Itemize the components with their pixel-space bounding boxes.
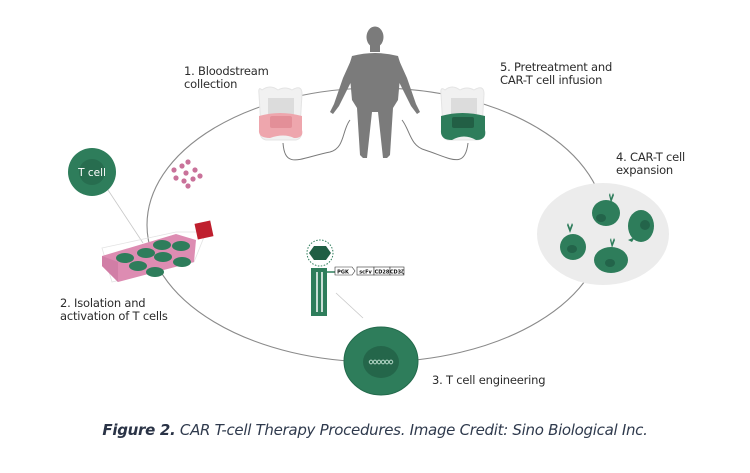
dna-helix-icon (368, 359, 394, 365)
step-4-line2: expansion (616, 163, 674, 177)
tcell-callout-line (107, 189, 144, 244)
figure-caption-text: CAR T-cell Therapy Procedures. Image Cre… (179, 421, 648, 439)
culture-flask-icon (101, 220, 214, 283)
step-1-line1: 1. Bloodstream (184, 64, 269, 78)
gene-construct-map: PGK scFv CD28 CD3ζ (334, 266, 405, 276)
activation-beads-icon (171, 159, 203, 189)
vector-construct-icon (311, 268, 335, 316)
engineering-arrow-line (335, 292, 364, 319)
step-3-label: 3. T cell engineering (432, 373, 546, 387)
car-receptor-icons (567, 193, 635, 248)
blood-collection-bag-icon (258, 86, 303, 141)
step-2-line1: 2. Isolation and (60, 296, 146, 310)
car-t-infusion-bag-icon (440, 86, 486, 141)
segment-cd3z-box (389, 266, 405, 276)
tcell-nucleus (79, 159, 105, 185)
step-2-line2: activation of T cells (60, 309, 168, 323)
tube-right (401, 119, 469, 161)
flask-cap-icon (194, 220, 214, 240)
step-4-label: 4. CAR-T cell expansion (616, 151, 685, 177)
engineered-tcell-icon (343, 326, 419, 396)
segment-pgk-label: PGK (337, 270, 350, 276)
step-3-line1: 3. T cell engineering (432, 373, 546, 387)
segment-pgk-box (334, 266, 356, 276)
figure-caption-label: Figure 2. (102, 421, 176, 439)
tcell-callout-label: T cell (77, 167, 106, 179)
step-2-label: 2. Isolation and activation of T cells (60, 297, 168, 323)
segment-cd28-label: CD28 (375, 270, 390, 276)
lentivirus-icon (306, 239, 334, 267)
patient-body-icon (330, 26, 420, 158)
step-5-label: 5. Pretreatment and CAR-T cell infusion (500, 61, 612, 87)
process-cycle-loop (146, 87, 606, 363)
tube-left (282, 119, 351, 161)
step-5-line2: CAR-T cell infusion (500, 73, 603, 87)
expansion-dish-icon (537, 183, 669, 285)
segment-scfv-label: scFv (359, 270, 372, 276)
step-1-label: 1. Bloodstream collection (184, 65, 269, 91)
figure-caption: Figure 2. CAR T-cell Therapy Procedures.… (0, 421, 750, 439)
segment-cd3z-label: CD3ζ (390, 270, 404, 276)
step-5-line1: 5. Pretreatment and (500, 60, 613, 74)
step-4-line1: 4. CAR-T cell (616, 150, 686, 164)
step-1-line2: collection (184, 77, 238, 91)
